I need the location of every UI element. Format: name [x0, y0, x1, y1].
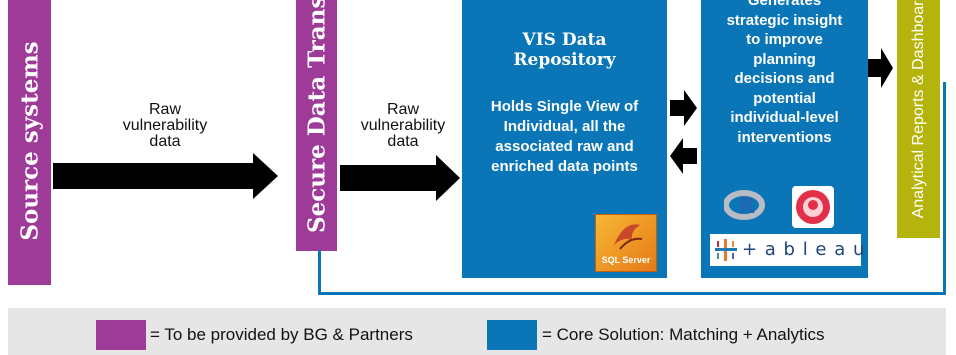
analytics-description: Generates strategic insight to improve p… [726, 0, 843, 146]
connector-outline-right [943, 82, 946, 252]
legend-text-core: = Core Solution: Matching + Analytics [542, 325, 825, 344]
sql-server-icon [614, 224, 643, 250]
flow-label-2: Raw vulnerability data [360, 101, 446, 150]
r-logo: R [723, 190, 766, 222]
flow-label-1: Raw vulnerability data [122, 101, 208, 150]
legend-text-partners: = To be provided by BG & Partners [150, 325, 413, 344]
secure-data-transfer-bar: Secure Data Transfer [296, 0, 337, 251]
tableau-logo: + a b l e a u [710, 234, 864, 266]
r-logo-icon [723, 190, 765, 220]
analytical-reports-label: Analytical Reports & Dashboards [909, 0, 927, 219]
flow-arrow-2 [340, 155, 460, 201]
secure-data-transfer-label: Secure Data Transfer [303, 0, 330, 233]
flow-arrow-3 [868, 48, 893, 88]
vis-data-repository: VIS Data Repository Holds Single View of… [462, 0, 667, 278]
analytical-reports-bar: Analytical Reports & Dashboards [897, 0, 940, 238]
repository-title: VIS Data Repository [513, 30, 616, 70]
pink-logo-icon [796, 190, 830, 224]
arrow-to-analytics [670, 90, 697, 126]
repository-description: Holds Single View of Individual, all the… [490, 98, 639, 175]
sql-server-logo-text: SQL Server [601, 255, 651, 265]
source-systems-bar: Source systems [8, 0, 51, 285]
legend: = To be provided by BG & Partners = Core… [8, 308, 946, 355]
analytics-box: Generates strategic insight to improve p… [701, 0, 868, 278]
arrow-to-repository [670, 138, 697, 174]
legend-swatch-core [487, 320, 537, 350]
tableau-wordmark: + a b l e a u [742, 239, 866, 260]
legend-swatch-partners [96, 320, 146, 350]
source-systems-label: Source systems [16, 40, 43, 241]
flow-arrow-1 [53, 153, 278, 199]
connector-outline [318, 250, 946, 295]
pink-logo [792, 186, 834, 228]
tableau-cross-icon [715, 239, 737, 261]
r-logo-letter: R [738, 194, 755, 219]
sql-server-logo: SQL Server [595, 214, 657, 272]
